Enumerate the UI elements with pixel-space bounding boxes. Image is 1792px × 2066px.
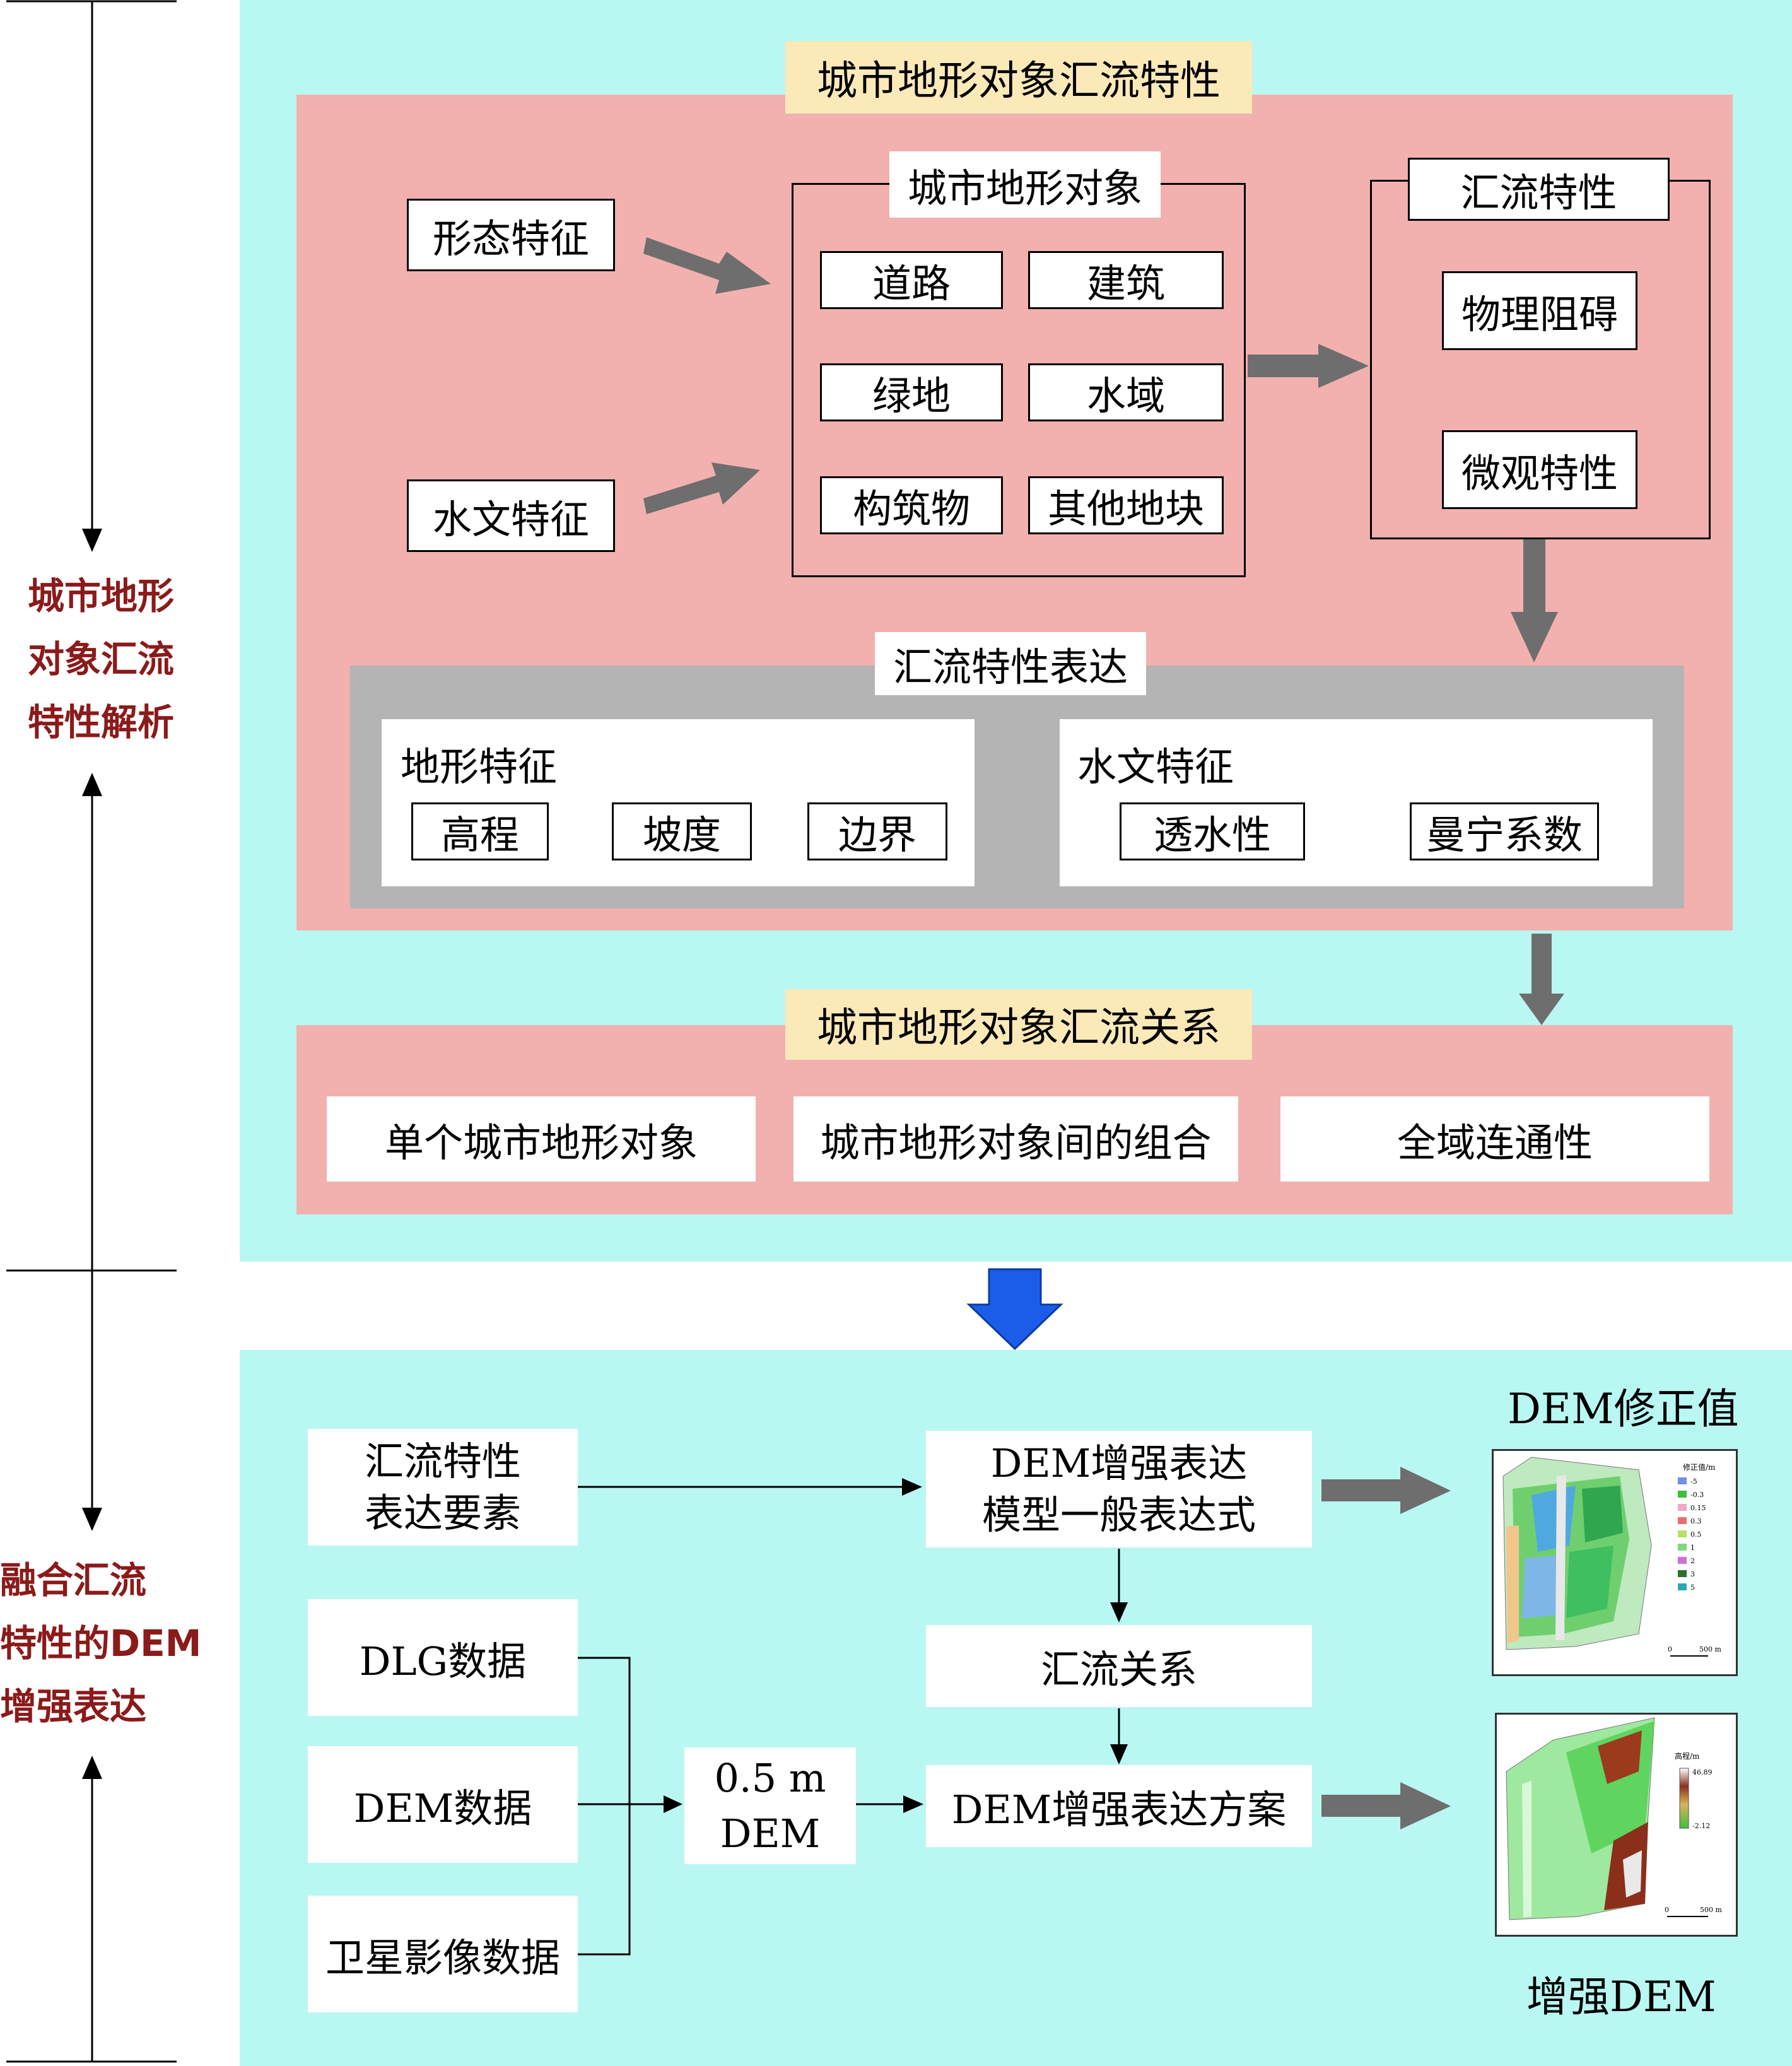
terrain-feature-item: 坡度 — [612, 802, 752, 860]
legend-label: 0.15 — [1690, 1504, 1706, 1512]
legend-swatch — [1678, 1491, 1687, 1498]
legend: -5 -0.3 0.15 0.3 0.5 1 2 3 5 — [1678, 1477, 1706, 1592]
legend-label: 5 — [1690, 1583, 1695, 1592]
hydro-expression-title: 水文特征 — [1077, 744, 1234, 790]
legend-label: 2 — [1690, 1557, 1695, 1565]
elevation-max: 46.89 — [1692, 1768, 1713, 1776]
legend-swatch — [1678, 1583, 1687, 1590]
enhanced-title: 增强DEM — [1526, 1973, 1716, 2021]
section1-label: 城市地形 对象汇流 特性解析 — [13, 565, 189, 754]
elements-line: 表达要素 — [364, 1489, 521, 1536]
confluence-item: 微观特性 — [1442, 430, 1637, 509]
correction-title: DEM修正值 — [1508, 1385, 1739, 1433]
elements-line: 汇流特性 — [364, 1438, 521, 1484]
terrain-objects-title: 城市地形对象 — [889, 151, 1161, 218]
dem-data-box: DEM数据 — [308, 1746, 578, 1863]
hydro-feature-box: 水文特征 — [407, 479, 615, 552]
scale-end: 500 m — [1699, 1645, 1721, 1653]
dem05-box: 0.5 m DEM — [684, 1747, 856, 1864]
legend-label: -0.3 — [1690, 1491, 1704, 1499]
legend-swatch — [1678, 1530, 1687, 1537]
relation-item: 全域连通性 — [1280, 1096, 1709, 1182]
object-item: 绿地 — [820, 363, 1003, 421]
object-item: 建筑 — [1028, 251, 1224, 309]
correction-map: 修正值/m -5 -0.3 0.15 0.3 0.5 1 2 3 5 0 500 m — [1492, 1449, 1738, 1676]
object-item: 其他地块 — [1028, 476, 1224, 534]
characteristics-title: 城市地形对象汇流特性 — [785, 41, 1252, 114]
elevation-legend-title: 高程/m — [1675, 1751, 1700, 1761]
object-item: 道路 — [820, 251, 1003, 309]
section2-line: 融合汇流 — [0, 1559, 147, 1602]
section2-line: 增强表达 — [0, 1685, 147, 1728]
legend-swatch — [1678, 1477, 1687, 1484]
terrain-feature-item: 边界 — [807, 802, 947, 860]
legend-label: 1 — [1690, 1544, 1695, 1552]
hydro-expression-item: 曼宁系数 — [1410, 802, 1599, 860]
model-line: 模型一般表达式 — [981, 1491, 1256, 1538]
legend-swatch — [1678, 1504, 1687, 1511]
object-item: 构筑物 — [820, 476, 1003, 534]
legend-label: 0.3 — [1690, 1517, 1702, 1525]
morph-feature-box: 形态特征 — [407, 199, 615, 271]
satellite-data-box: 卫星影像数据 — [308, 1896, 578, 2012]
flow-relation-box: 汇流关系 — [926, 1625, 1312, 1707]
section2-label: 融合汇流 特性的DEM 增强表达 — [0, 1549, 221, 1738]
legend-label: 3 — [1690, 1570, 1695, 1578]
model-line: DEM增强表达 — [990, 1440, 1248, 1486]
scheme-box: DEM增强表达方案 — [926, 1765, 1312, 1847]
legend-swatch — [1678, 1570, 1687, 1577]
relation-title: 城市地形对象汇流关系 — [785, 989, 1252, 1060]
expression-title: 汇流特性表达 — [875, 632, 1146, 695]
section1-line: 特性解析 — [27, 701, 174, 744]
terrain-feature-title: 地形特征 — [401, 744, 558, 790]
legend-swatch — [1678, 1517, 1687, 1524]
legend-label: -5 — [1690, 1477, 1697, 1486]
legend-swatch — [1678, 1544, 1687, 1551]
section1-line: 城市地形 — [27, 575, 174, 618]
scale-end: 500 m — [1700, 1906, 1722, 1914]
elevation-min: -2.12 — [1692, 1822, 1710, 1830]
relation-item: 单个城市地形对象 — [327, 1096, 756, 1182]
confluence-item: 物理阻碍 — [1442, 271, 1637, 350]
correction-map-figure: 修正值/m -5 -0.3 0.15 0.3 0.5 1 2 3 5 0 500 m — [1502, 1457, 1721, 1657]
elements-box: 汇流特性 表达要素 — [308, 1429, 578, 1546]
hydro-expression-item: 透水性 — [1120, 802, 1305, 860]
legend-title: 修正值/m — [1683, 1462, 1716, 1472]
dem05-line: DEM — [720, 1810, 821, 1857]
model-box: DEM增强表达 模型一般表达式 — [926, 1431, 1312, 1547]
scale-start: 0 — [1665, 1906, 1669, 1914]
confluence-title: 汇流特性 — [1408, 158, 1670, 221]
object-item: 水域 — [1028, 363, 1224, 421]
terrain-feature-item: 高程 — [411, 802, 549, 860]
enhanced-dem-figure: 高程/m 46.89 -2.12 0 500 m — [1506, 1717, 1722, 1920]
scale-start: 0 — [1668, 1645, 1672, 1653]
section1-line: 对象汇流 — [27, 638, 174, 681]
dem05-line: 0.5 m — [714, 1754, 826, 1801]
relation-item: 城市地形对象间的组合 — [794, 1096, 1238, 1182]
section2-line: 特性的DEM — [0, 1622, 202, 1665]
legend-label: 0.5 — [1690, 1530, 1702, 1539]
dlg-data-box: DLG数据 — [308, 1599, 578, 1716]
enhanced-dem-map: 高程/m 46.89 -2.12 0 500 m — [1495, 1713, 1738, 1937]
legend-swatch — [1678, 1557, 1687, 1564]
